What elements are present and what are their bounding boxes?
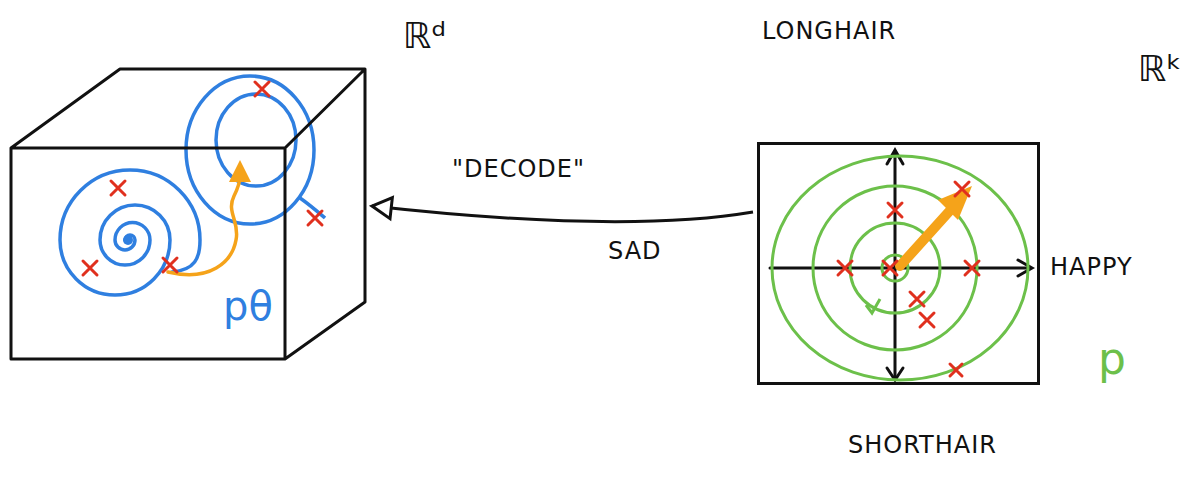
distribution-label: pθ <box>223 284 273 328</box>
space-label: ℝᵈ <box>403 16 446 56</box>
density-loop <box>186 76 314 224</box>
latent-axes <box>770 150 1032 380</box>
prior-contours <box>772 156 1028 380</box>
latent-direction <box>900 205 955 266</box>
data-space-box: ℝᵈpθ <box>8 66 368 362</box>
check-mark <box>866 299 880 313</box>
space-label: ℝᵏ <box>1138 49 1182 89</box>
latent-space-box: ℝᵏp <box>757 142 1040 385</box>
axis-label: SHORTHAIR <box>846 432 999 458</box>
latent-direction-head <box>938 186 972 220</box>
cube-outline <box>8 66 368 362</box>
distribution-label: p <box>1098 335 1126 383</box>
cube-edges <box>11 69 365 359</box>
axis-label: SAD <box>606 238 664 264</box>
edge-label: "DECODE" <box>450 156 587 182</box>
density-spiral <box>60 170 200 295</box>
latent-crosses <box>838 182 979 376</box>
sample-head <box>229 160 251 182</box>
axis-label: LONGHAIR <box>760 18 898 44</box>
sample-path <box>168 176 240 275</box>
decode-arrow <box>372 198 753 222</box>
arrow-head <box>372 198 392 219</box>
spiral-center <box>123 235 133 245</box>
axis-label: HAPPY <box>1048 254 1135 280</box>
arrow-line <box>372 206 753 222</box>
